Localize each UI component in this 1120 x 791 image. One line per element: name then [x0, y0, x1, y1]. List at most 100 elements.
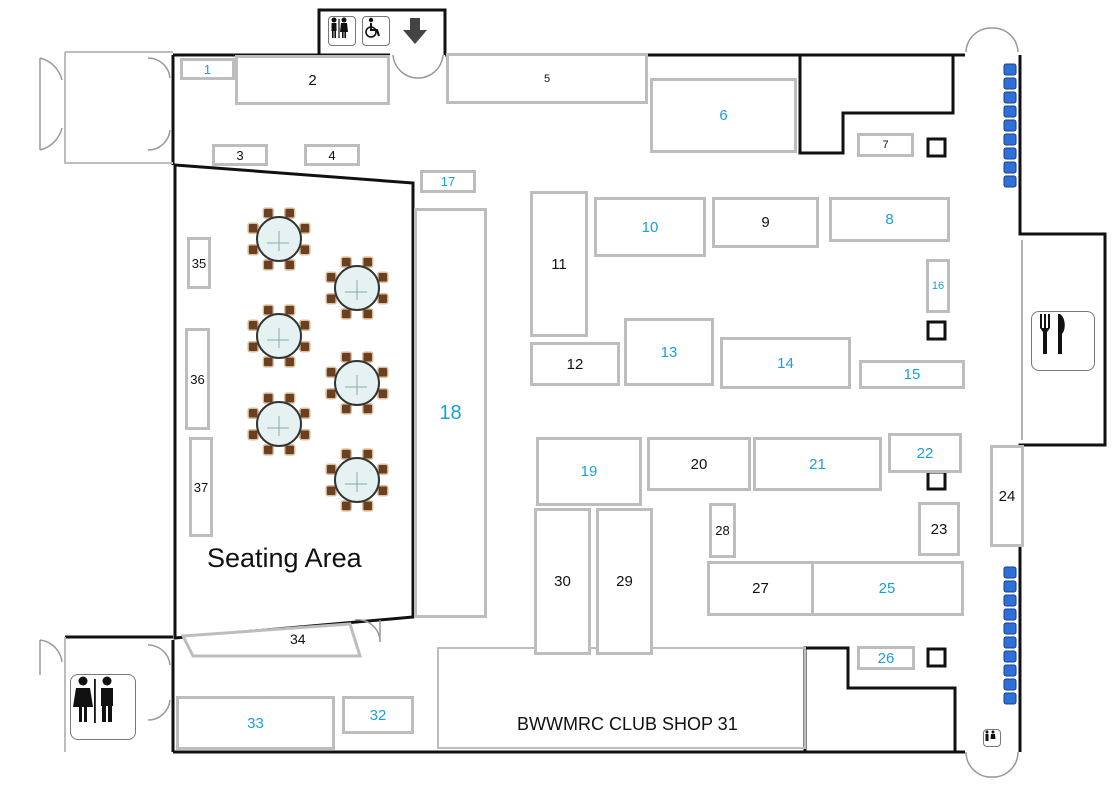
round-table: [325, 256, 389, 320]
chair: [283, 207, 296, 219]
stall-label: 14: [777, 354, 794, 372]
stall-5: 5: [446, 53, 648, 104]
chair: [340, 500, 353, 512]
stall-label: 16: [931, 280, 945, 292]
chair: [247, 340, 259, 353]
chair: [325, 484, 337, 497]
stall-28: 28: [709, 503, 736, 558]
chair: [340, 256, 353, 268]
chair: [377, 366, 389, 379]
stall-34: 34: [290, 631, 306, 647]
stall-label: 30: [554, 573, 571, 590]
stall-label: 25: [878, 580, 896, 597]
stall-25: 25: [810, 561, 964, 616]
chair: [299, 407, 311, 420]
chair: [283, 304, 296, 316]
round-table: [247, 207, 311, 271]
stall-label: 2: [308, 71, 317, 89]
chair: [340, 351, 353, 363]
chair: [377, 463, 389, 476]
stall-3: 3: [212, 144, 268, 166]
stall-36: 36: [185, 328, 210, 430]
stall-6: 6: [650, 78, 797, 153]
stall-12: 12: [530, 342, 620, 386]
table-mark: [345, 375, 367, 395]
chair: [247, 428, 259, 441]
stall-label: 7: [882, 139, 889, 151]
stall-label: 8: [885, 211, 894, 228]
round-table: [325, 351, 389, 415]
stall-11: 11: [530, 191, 588, 337]
stall-8: 8: [829, 197, 950, 242]
club-shop-label: BWWMRC CLUB SHOP 31: [517, 714, 738, 734]
stall-4: 4: [304, 144, 360, 166]
chair: [299, 222, 311, 235]
stall-20: 20: [647, 437, 751, 491]
chair: [361, 500, 374, 512]
table-mark: [267, 231, 289, 251]
cutlery-icon: [1031, 311, 1095, 371]
chair: [377, 271, 389, 284]
chair: [299, 428, 311, 441]
stall-label: 6: [719, 107, 728, 124]
stall-label: 5: [543, 72, 551, 85]
round-table: [247, 304, 311, 368]
stall-label: 27: [752, 580, 769, 597]
stall-19: 19: [536, 437, 642, 506]
chair: [262, 304, 275, 316]
chair: [325, 463, 337, 476]
seating-area-label: Seating Area: [207, 543, 362, 573]
chair: [247, 243, 259, 256]
chair: [325, 366, 337, 379]
chair: [299, 319, 311, 332]
chair: [247, 319, 259, 332]
table-mark: [267, 416, 289, 436]
stall-label: 37: [193, 479, 209, 495]
toilet-small-icon: [983, 729, 1001, 747]
chair: [377, 484, 389, 497]
chair: [283, 392, 296, 404]
stall-label: 3: [236, 147, 244, 163]
stall-26: 26: [857, 646, 915, 670]
stall-13: 13: [624, 318, 714, 386]
stall-label: 11: [551, 255, 567, 273]
stall-label: 23: [930, 520, 948, 538]
chair: [283, 356, 296, 368]
chair: [377, 292, 389, 305]
chair: [283, 259, 296, 271]
stall-label: 28: [715, 523, 730, 538]
stall-15: 15: [859, 360, 965, 389]
stall-29: 29: [596, 508, 653, 655]
chair: [340, 448, 353, 460]
stall-22: 22: [888, 433, 962, 473]
chair: [340, 403, 353, 415]
chair: [299, 340, 311, 353]
stall-1: 1: [180, 58, 235, 80]
stall-label: 32: [369, 706, 387, 724]
chair: [325, 271, 337, 284]
chair: [325, 292, 337, 305]
chair: [361, 448, 374, 460]
table-mark: [345, 472, 367, 492]
chair: [361, 403, 374, 415]
entry-arrow-icon: [400, 16, 430, 46]
round-table: [325, 448, 389, 512]
wheelchair-icon: [362, 16, 390, 46]
stall-label: 24: [998, 487, 1016, 505]
stall-label: 33: [247, 714, 264, 732]
stall-23: 23: [918, 502, 960, 556]
chair: [299, 243, 311, 256]
stall-label: 29: [616, 573, 633, 590]
stall-label: 4: [328, 147, 336, 163]
chair: [262, 392, 275, 404]
stall-label: 26: [877, 649, 895, 667]
stall-label: 9: [761, 214, 770, 231]
stall-7: 7: [857, 133, 914, 157]
stall-label: 19: [580, 463, 598, 480]
stall-label: 15: [903, 366, 921, 383]
stall-2: 2: [235, 55, 390, 105]
stall-label: 36: [190, 371, 205, 387]
chair: [262, 444, 275, 456]
chair: [283, 444, 296, 456]
